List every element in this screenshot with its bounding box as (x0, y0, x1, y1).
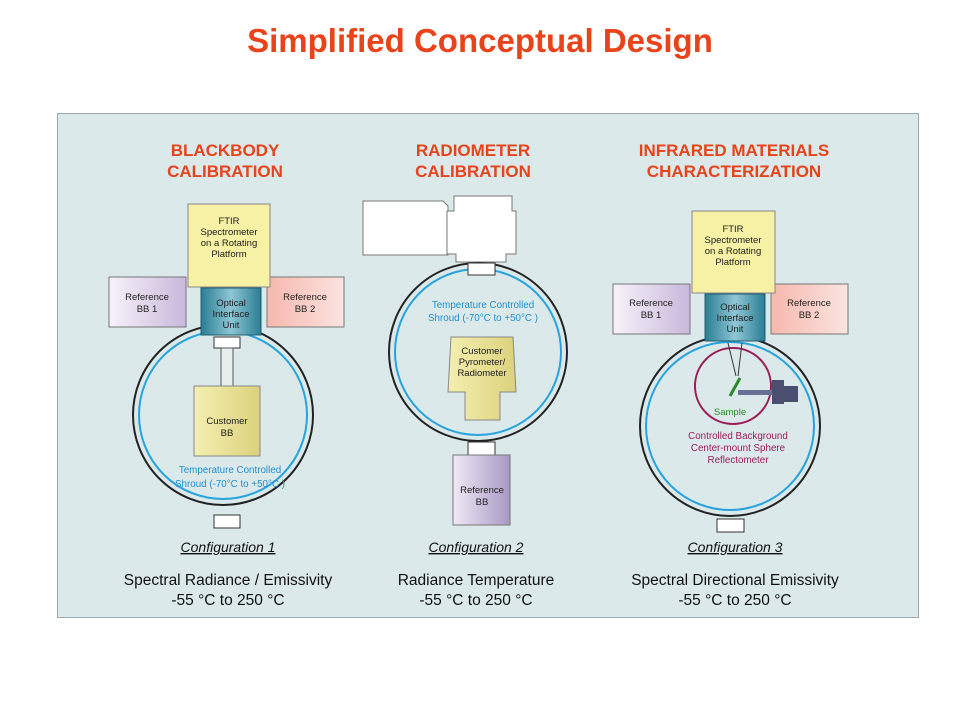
col3-ftir-label2: Spectrometer (704, 235, 761, 246)
col3-optical-interface (704, 293, 766, 342)
col3-sphere-label3: Reflectometer (708, 455, 770, 466)
col2-customer-label2: Pyrometer/ (459, 357, 506, 368)
col1-customer-label1: Customer (206, 416, 247, 427)
col1-heading-line1: BLACKBODY (171, 141, 280, 160)
col2-top-port (467, 262, 496, 276)
col2-reference-label2: BB (476, 497, 489, 508)
diagram-panel: BLACKBODY CALIBRATION Reference BB 1 Ref… (57, 113, 919, 618)
col3-detector-head (784, 386, 798, 402)
col3-ref-bb2-label: Reference (787, 298, 831, 309)
col3-sphere (694, 347, 772, 425)
col1-ref-bb1-label2: BB 1 (137, 304, 158, 315)
col3-sphere-label2: Center-mount Sphere (691, 443, 786, 454)
col1-top-port (213, 336, 241, 349)
col3-sample-label: Sample (714, 407, 746, 418)
column-infrared-materials: INFRARED MATERIALS CHARACTERIZATION Refe… (612, 141, 849, 609)
col1-ftir-label4: Platform (211, 249, 246, 260)
col1-shroud-label2: Shroud (-70°C to +50°C ) (175, 479, 285, 490)
col1-connector (220, 347, 234, 387)
col1-ftir (187, 203, 271, 288)
col3-desc-line2: -55 °C to 250 °C (678, 592, 791, 609)
col3-ref-bb1-label: Reference (629, 298, 673, 309)
col2-config-label: Configuration 2 (429, 539, 524, 555)
col3-bottom-port (716, 518, 745, 533)
col1-desc-line1: Spectral Radiance / Emissivity (124, 572, 333, 589)
col2-shroud-label1: Temperature Controlled (432, 300, 534, 311)
col1-optical-label3: Unit (223, 320, 240, 331)
col3-shroud (645, 341, 815, 511)
col2-customer-pyrometer (447, 336, 517, 421)
col3-detector (772, 380, 784, 404)
col1-customer-bb (193, 385, 261, 457)
col1-ref-bb2-label: Reference (283, 292, 327, 303)
col1-bottom-port (213, 514, 241, 529)
col1-shroud-label1: Temperature Controlled (179, 465, 281, 476)
col2-reference-bb (452, 454, 511, 526)
col1-optical-label1: Optical (216, 298, 246, 309)
col3-optical-label2: Interface (717, 313, 754, 324)
col3-optical-label3: Unit (727, 324, 744, 335)
col3-ref-bb1 (612, 283, 691, 335)
col3-optical-label1: Optical (720, 302, 750, 313)
col2-instrument-outline-left (362, 200, 449, 256)
page-title: Simplified Conceptual Design (247, 22, 713, 59)
col1-optical-label2: Interface (213, 309, 250, 320)
col1-optical-interface (200, 287, 262, 336)
col2-desc-line2: -55 °C to 250 °C (419, 592, 532, 609)
col3-beam-left (727, 342, 737, 377)
col1-ftir-label3: on a Rotating (201, 238, 258, 249)
col3-ref-bb2 (770, 283, 849, 335)
col2-instrument-outline-right (446, 195, 517, 263)
col1-ref-bb1-label: Reference (125, 292, 169, 303)
col1-ref-bb1 (108, 276, 187, 328)
col1-customer-label2: BB (221, 428, 234, 439)
col1-ref-bb2-label2: BB 2 (295, 304, 316, 315)
col3-beam-right (737, 342, 743, 377)
col3-heading-line1: INFRARED MATERIALS (639, 141, 829, 160)
col3-config-label: Configuration 3 (688, 539, 783, 555)
col2-heading-line1: RADIOMETER (416, 141, 530, 160)
col1-ref-bb2 (266, 276, 345, 328)
col1-desc-line2: -55 °C to 250 °C (171, 592, 284, 609)
diagram-canvas: BLACKBODY CALIBRATION Reference BB 1 Ref… (108, 141, 849, 609)
col1-ftir-label2: Spectrometer (200, 227, 257, 238)
col3-chamber-outer (639, 335, 821, 517)
col2-desc-line1: Radiance Temperature (398, 572, 555, 589)
col2-reference-label1: Reference (460, 485, 504, 496)
col3-ftir-label3: on a Rotating (705, 246, 762, 257)
col1-ftir-label1: FTIR (218, 216, 239, 227)
col2-customer-label1: Customer (461, 346, 502, 357)
col3-ftir (691, 210, 776, 294)
col3-ftir-label4: Platform (715, 257, 750, 268)
col2-bottom-port (467, 441, 496, 456)
column-radiometer: RADIOMETER CALIBRATION Temperature Contr… (362, 141, 568, 609)
col2-customer-label3: Radiometer (457, 368, 506, 379)
col3-sample-mark (728, 377, 742, 397)
col3-ftir-label1: FTIR (722, 224, 743, 235)
col3-ref-bb1-label2: BB 1 (641, 310, 662, 321)
col2-shroud-label2: Shroud (-70°C to +50°C ) (428, 313, 538, 324)
column-blackbody: BLACKBODY CALIBRATION Reference BB 1 Ref… (108, 141, 345, 609)
col3-arm (738, 390, 772, 395)
col2-heading-line2: CALIBRATION (415, 162, 531, 181)
col3-ref-bb2-label2: BB 2 (799, 310, 820, 321)
col1-heading-line2: CALIBRATION (167, 162, 283, 181)
col1-config-label: Configuration 1 (181, 539, 276, 555)
col3-desc-line1: Spectral Directional Emissivity (631, 572, 839, 589)
col3-sphere-label1: Controlled Background (688, 431, 788, 442)
col3-heading-line2: CHARACTERIZATION (647, 162, 821, 181)
